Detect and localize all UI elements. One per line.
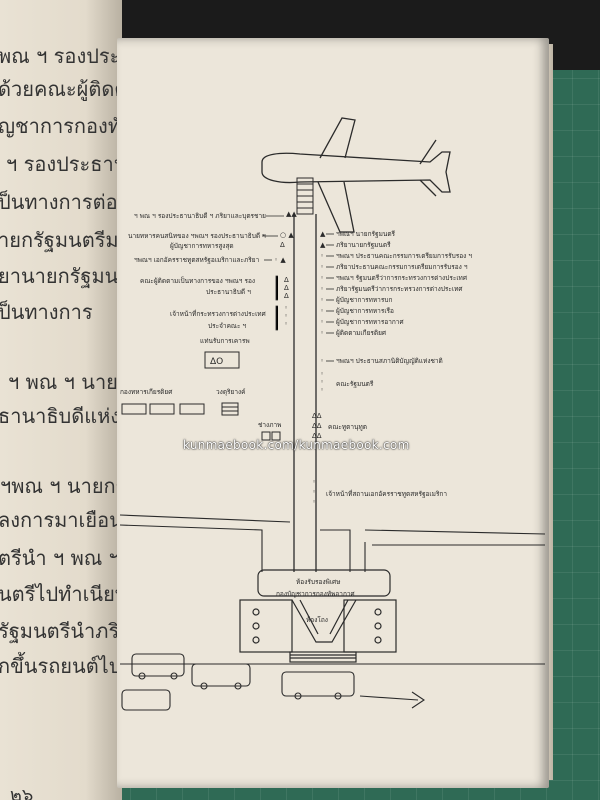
svg-text:◦: ◦ — [320, 263, 324, 271]
right-label: คณะทูตานุทูต — [328, 423, 367, 431]
left-page: พณ ฯ รองประธา ด้วยคณะผู้ติดตามเดิ ญชาการ… — [0, 0, 122, 800]
left-text-line: ตรีนำ ฯ พณ ฯ รอง — [0, 546, 122, 570]
honor-guard-label: แท่นรับการเคารพ — [200, 337, 250, 345]
left-text-line: ฯ พณ ฯ นายกรัฐม — [8, 370, 122, 394]
left-label: ประธานาธิบดี ฯ — [206, 288, 251, 296]
svg-text:Δ: Δ — [284, 276, 289, 284]
band-label: วงดุริยางค์ — [216, 388, 246, 396]
svg-text:◦: ◦ — [312, 478, 316, 486]
right-label: ฯพณฯ นายกรัฐมนตรี — [336, 230, 396, 238]
svg-text:◦: ◦ — [320, 378, 324, 386]
right-label: คณะรัฐมนตรี — [336, 380, 374, 388]
red-carpet-path — [293, 214, 317, 572]
left-text-line: ลงการมาเยือนฯ พณ — [0, 508, 122, 532]
left-text-line: กขึ้นรถยนต์ไปร — [0, 654, 122, 678]
boarding-stairs — [296, 177, 314, 215]
svg-text:◦: ◦ — [320, 329, 324, 337]
svg-text:◦: ◦ — [320, 357, 324, 365]
svg-text:◦: ◦ — [320, 370, 324, 378]
left-text-line: ด้วยคณะผู้ติดตามเดิ — [0, 77, 122, 101]
svg-text:◦: ◦ — [312, 488, 316, 496]
svg-text:◦: ◦ — [284, 320, 288, 328]
right-label: ภริยานายกรัฐมนตรี — [336, 241, 391, 249]
right-label: ฯพณฯ ประธานคณะกรรมการเตรียมการรับรอง ฯ — [336, 252, 472, 260]
left-text-line: ป็นทางการ — [0, 300, 93, 324]
honor-guard-platform — [204, 351, 240, 369]
terminal-building — [239, 569, 397, 663]
left-text-line: นตรีไปทำเนียบรัฐบ — [0, 582, 122, 606]
honor-guard-symbols: ΔO — [210, 357, 223, 367]
svg-text:○ ▲: ○ ▲ — [280, 231, 294, 239]
svg-text:◦: ◦ — [320, 285, 324, 293]
svg-text:ΔΔ: ΔΔ — [312, 432, 322, 440]
svg-text:ΔΔ: ΔΔ — [312, 412, 322, 420]
right-page — [117, 38, 549, 788]
left-text-line: พณ ฯ รองประธา — [0, 44, 122, 68]
left-label: นายทหารคนสนิทของ ฯพณฯ รองประธานาธิบดี ฯ — [128, 232, 266, 240]
band-box — [221, 402, 239, 416]
svg-text:◦: ◦ — [320, 386, 324, 394]
right-label: ฯพณฯ ประธานสภานิติบัญญัติแห่งชาติ — [336, 357, 443, 365]
air-force-hq-label: กองบัญชาการกองทัพอากาศ — [276, 590, 356, 598]
svg-text:Δ: Δ — [284, 284, 289, 292]
label-leaders — [262, 215, 334, 362]
ground-road — [120, 663, 545, 709]
left-text-line: ายกรัฐมนตรีมอบพว — [0, 228, 122, 252]
left-label: คณะผู้ติดตามเป็นทางการของ ฯพณฯ รอง — [140, 276, 255, 285]
guard-of-honor-label: กองทหารเกียรติยศ — [120, 388, 173, 396]
svg-text:◦: ◦ — [284, 304, 288, 312]
svg-text:Δ: Δ — [280, 241, 285, 249]
svg-text:◦: ◦ — [320, 307, 324, 315]
photographer-label: ช่างภาพ — [258, 421, 281, 429]
left-label: ฯพณฯ เอกอัครราชทูตสหรัฐอเมริกาและภริยา — [134, 256, 260, 264]
left-text-line: ญชาการกองทัพอากา — [0, 114, 122, 138]
svg-text:◦ ▲: ◦ ▲ — [274, 256, 286, 264]
right-label: ผู้บัญชาการทหารอากาศ — [336, 318, 404, 326]
svg-text:◦: ◦ — [320, 318, 324, 326]
right-label: ผู้ติดตามเกียรติยศ — [336, 329, 387, 337]
right-label: ภริยาประธานคณะกรรมการเตรียมการรับรอง ฯ — [336, 263, 468, 271]
page-edge — [545, 44, 553, 780]
svg-text:▲▲: ▲▲ — [286, 210, 297, 218]
left-text-line: ธานาธิบดีแห่งสหรัฐ — [0, 404, 122, 428]
svg-text:◦: ◦ — [284, 312, 288, 320]
left-text-line: ป็นทางการต่อ ฯพณ — [0, 190, 122, 214]
right-label: ผู้บัญชาการทหารเรือ — [336, 307, 394, 315]
svg-text:◦: ◦ — [312, 498, 316, 506]
svg-text:▲: ▲ — [320, 230, 326, 238]
hall-label: ห้องโถง — [306, 616, 328, 624]
left-label: เจ้าหน้าที่กระทรวงการต่างประเทศ — [170, 309, 267, 318]
svg-text:◦: ◦ — [320, 296, 324, 304]
left-label: ฯ พณ ฯ รองประธานาธิบดี ฯ ภริยาและบุตรชาย — [134, 212, 266, 220]
right-label: ผู้บัญชาการทหารบก — [336, 296, 392, 304]
airplane-icon — [261, 117, 451, 233]
page-number: ๒๖ — [10, 785, 34, 800]
watermark: kunmaebook.com/kunmaebook.com — [183, 438, 410, 452]
svg-text:ΔΔ: ΔΔ — [312, 422, 322, 430]
left-text-line: ยานายกรัฐมนตรีมอ — [0, 264, 122, 288]
svg-text:Δ: Δ — [284, 292, 289, 300]
left-text-line: ฯ รองประธานาธิบดี — [6, 152, 122, 176]
left-label: ประจำคณะ ฯ — [208, 322, 247, 330]
svg-text:◦: ◦ — [320, 274, 324, 282]
vip-room-label: ห้องรับรองพิเศษ — [296, 578, 341, 586]
guard-of-honor-boxes — [121, 403, 205, 415]
road-lines — [119, 514, 546, 572]
left-text-line: รัฐมนตรีนำภริยา ฯ — [0, 619, 122, 643]
right-label: เจ้าหน้าที่สถานเอกอัครราชทูตสหรัฐอเมริกา — [326, 489, 447, 498]
photographer-boxes — [261, 431, 281, 441]
right-label: ฯพณฯ รัฐมนตรีว่าการกระทรวงการต่างประเทศ — [336, 274, 468, 282]
svg-text:◦: ◦ — [320, 252, 324, 260]
left-label: ผู้บัญชาการทหารสูงสุด — [170, 242, 234, 250]
svg-text:▲: ▲ — [320, 241, 326, 249]
left-text-line: ฯพณ ฯ นายกรัฐมนตรีเป — [0, 474, 122, 498]
motorcade-cars — [121, 653, 355, 711]
right-label: ภริยารัฐมนตรีว่าการกระทรวงการต่างประเทศ — [336, 285, 463, 293]
left-markers: ▲▲ ○ ▲ Δ ◦ ▲ ΔΔΔ ◦◦◦ — [274, 210, 297, 328]
